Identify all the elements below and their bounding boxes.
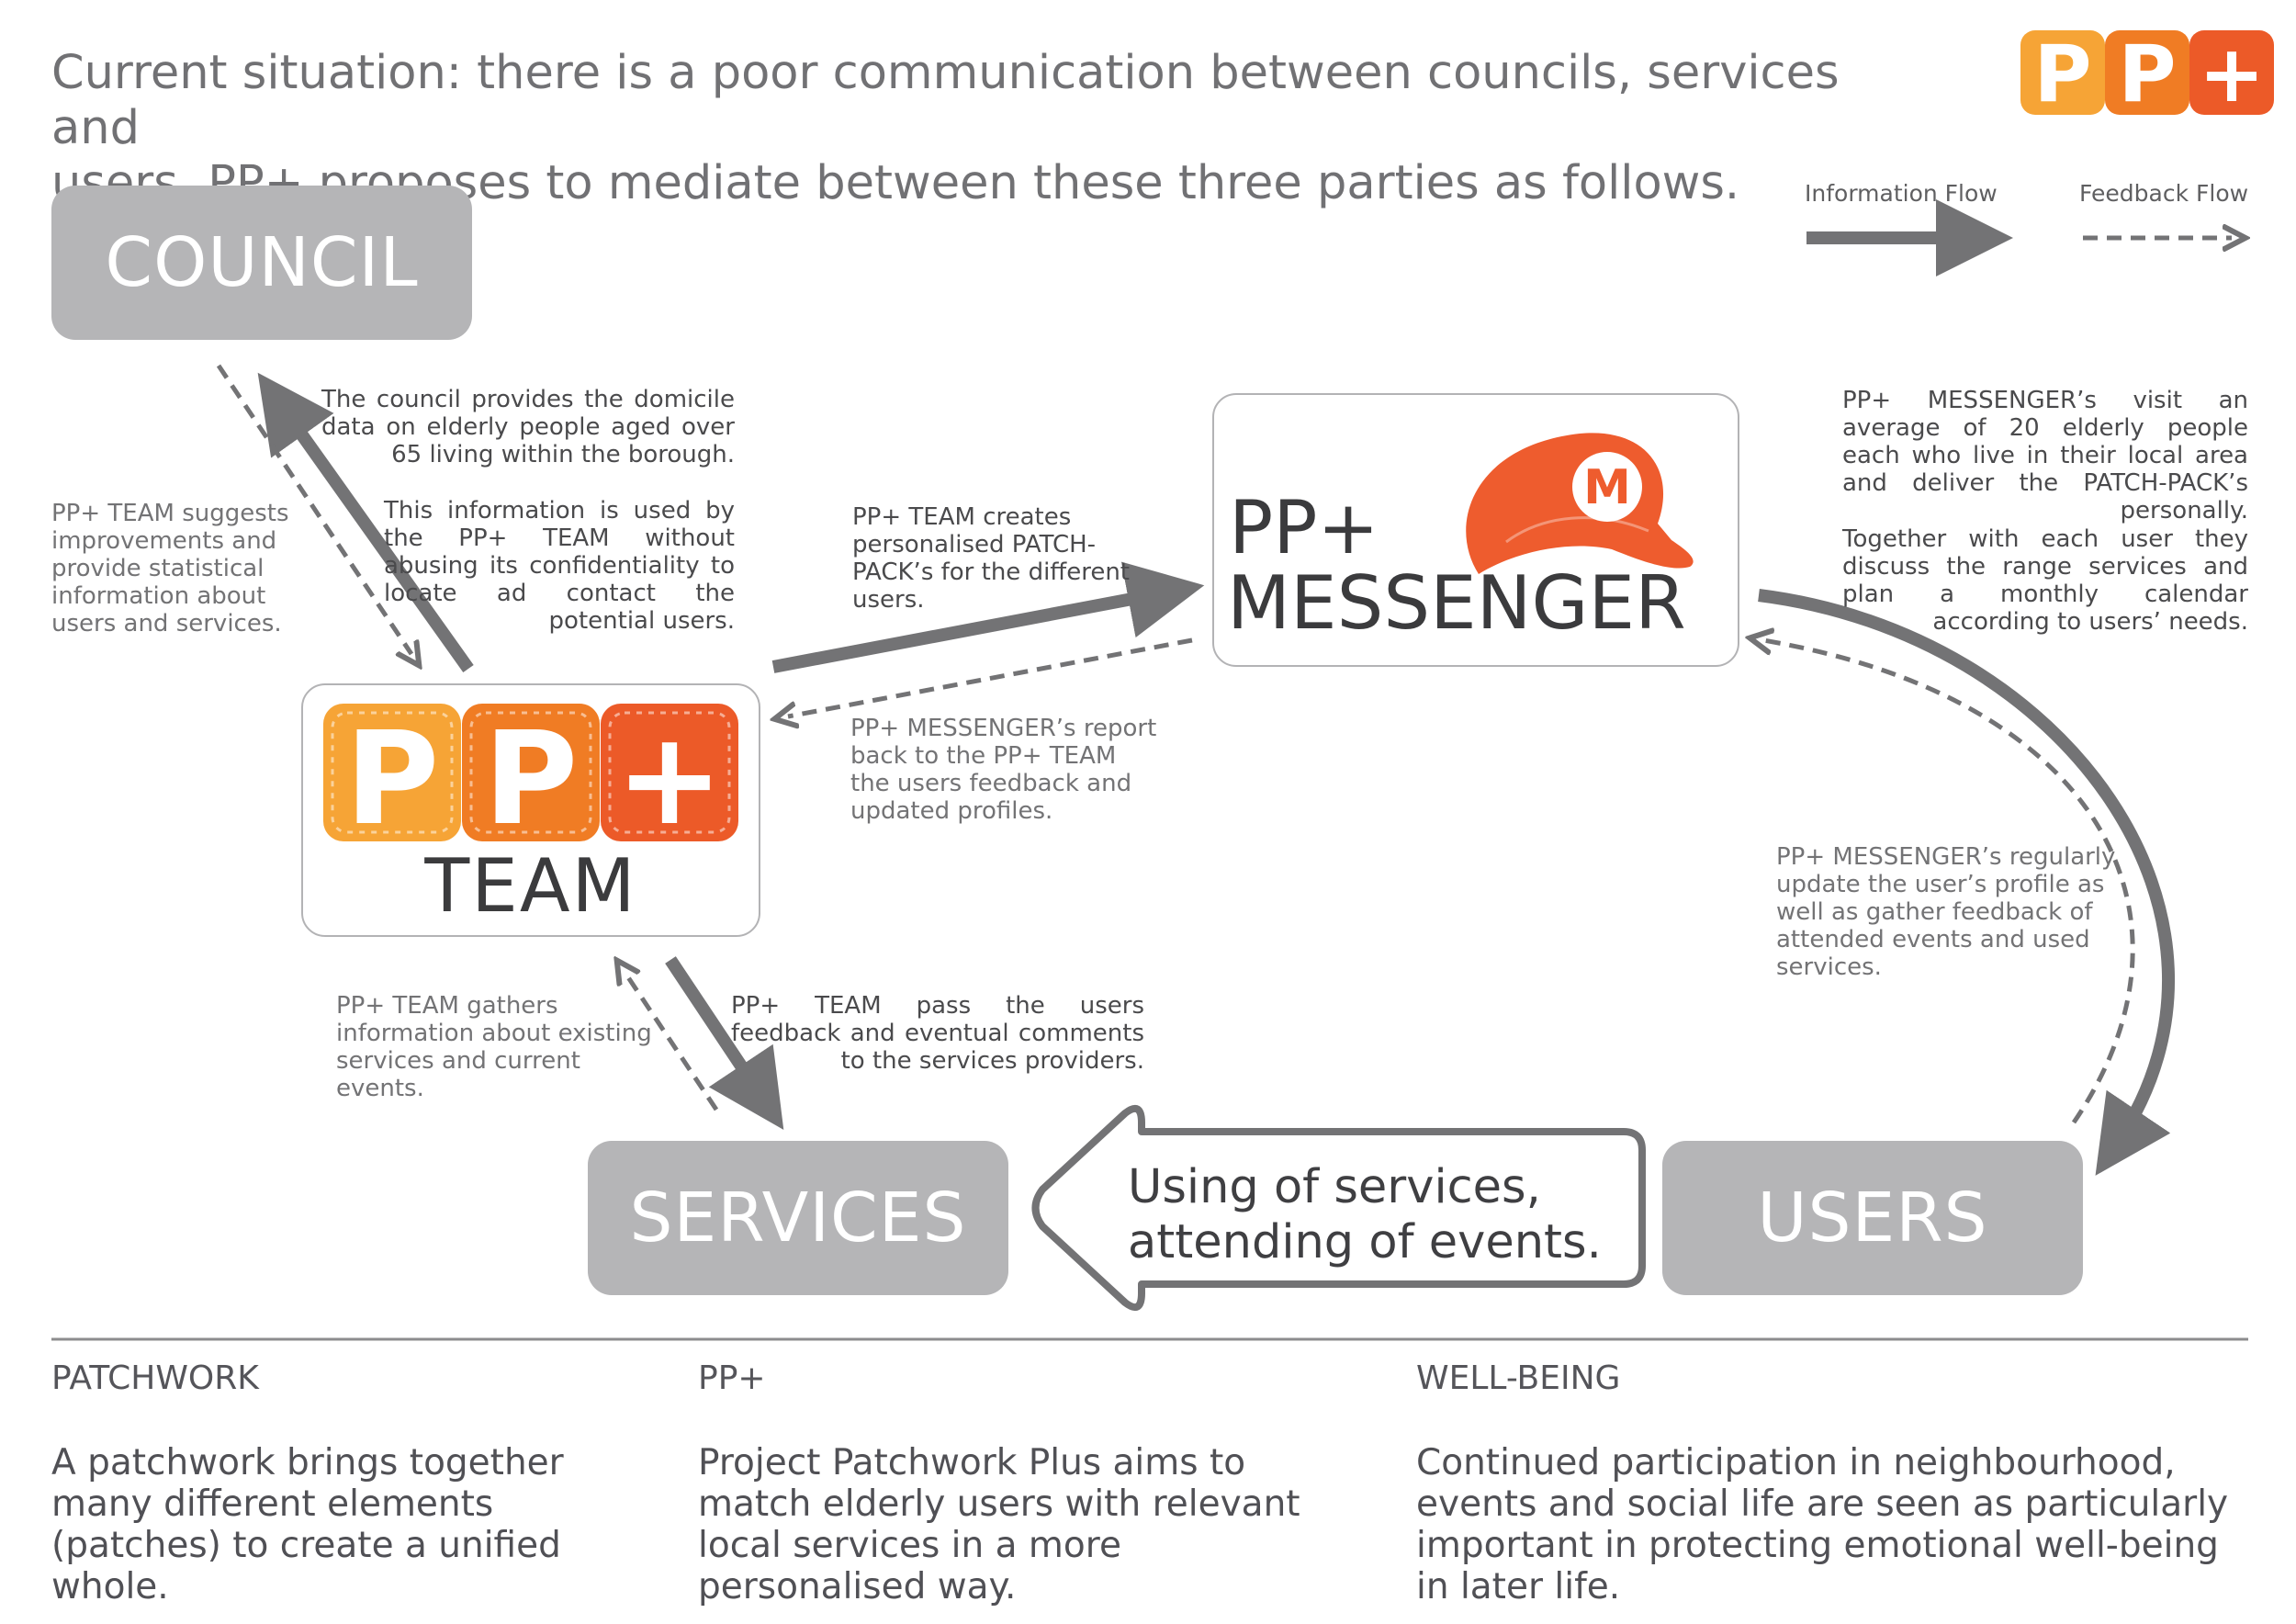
note-team-creates: PP+ TEAM creates personalised PATCH-PACK…	[852, 503, 1130, 614]
footer-heading-wellbeing: WELL-BEING	[1416, 1359, 1621, 1397]
big-arrow-line-1: Using of services,	[1128, 1160, 1541, 1214]
page-title: Current situation: there is a poor commu…	[51, 46, 1888, 211]
logo-letter-p1: P	[2033, 28, 2091, 118]
arrow-services-to-team	[625, 972, 719, 1111]
messenger-label-messenger: MESSENGER	[1227, 560, 1686, 646]
arrow-council-to-team	[216, 364, 411, 654]
messenger-label-pp: PP+	[1229, 485, 1379, 570]
team-label: TEAM	[424, 843, 637, 929]
note-team-gathers: PP+ TEAM gathers information about exist…	[336, 992, 652, 1102]
team-node: P P + TEAM	[301, 683, 760, 937]
team-logo-p2: P	[484, 705, 579, 841]
note-messenger-update: PP+ MESSENGER’s regularly update the use…	[1776, 843, 2116, 981]
council-label: COUNCIL	[105, 223, 419, 302]
messenger-node: PP+ MESSENGER M	[1212, 393, 1739, 667]
team-logo-p1: P	[345, 705, 440, 841]
council-node: COUNCIL	[51, 186, 472, 340]
users-node: USERS	[1662, 1141, 2083, 1295]
note-info-used: This information is used by the PP+ TEAM…	[384, 497, 735, 635]
footer-heading-patchwork: PATCHWORK	[51, 1359, 259, 1397]
note-council-provides: The council provides the domicile data o…	[321, 386, 735, 468]
arrow-messenger-to-team	[788, 637, 1193, 716]
big-arrow-text: Using of services, attending of events.	[1128, 1160, 1602, 1270]
footer-text-patchwork: A patchwork brings together many differe…	[51, 1442, 564, 1607]
arrow-team-to-services	[665, 956, 784, 1130]
footer-heading-ppplus: PP+	[698, 1359, 766, 1397]
title-line-1: Current situation: there is a poor commu…	[51, 46, 1840, 155]
footer-text-wellbeing: Continued participation in neighbourhood…	[1416, 1442, 2229, 1607]
big-arrow-users-to-services	[1031, 1104, 1646, 1312]
arrow-users-to-messenger	[1763, 640, 2135, 1124]
cap-letter: M	[1583, 460, 1631, 515]
big-arrow-line-2: attending of events.	[1128, 1215, 1602, 1269]
services-label: SERVICES	[629, 1179, 967, 1257]
logo-letter-p2: P	[2118, 28, 2176, 118]
logo-letter-plus: +	[2199, 28, 2265, 118]
pp-plus-logo: P P +	[2020, 28, 2274, 118]
legend-feedback-label: Feedback Flow	[2079, 180, 2249, 207]
footer-text-ppplus: Project Patchwork Plus aims to match eld…	[698, 1442, 1300, 1607]
arrow-team-to-council	[257, 372, 474, 673]
team-logo: P P +	[323, 704, 738, 841]
note-team-suggests: PP+ TEAM suggests improvements and provi…	[51, 500, 289, 637]
services-node: SERVICES	[588, 1141, 1008, 1295]
note-messenger-visit: PP+ MESSENGER’s visit an average of 20 e…	[1842, 387, 2248, 524]
note-messenger-report: PP+ MESSENGER’s report back to the PP+ T…	[850, 715, 1157, 825]
team-logo-plus: +	[615, 705, 723, 841]
messenger-cap-icon: M	[1466, 433, 1694, 574]
arrow-team-to-messenger	[771, 561, 1205, 673]
arrow-messenger-to-users	[1758, 589, 2175, 1176]
note-team-pass: PP+ TEAM pass the users feedback and eve…	[731, 992, 1144, 1075]
users-label: USERS	[1757, 1179, 1988, 1257]
note-together: Together with each user they discuss the…	[1842, 525, 2248, 636]
